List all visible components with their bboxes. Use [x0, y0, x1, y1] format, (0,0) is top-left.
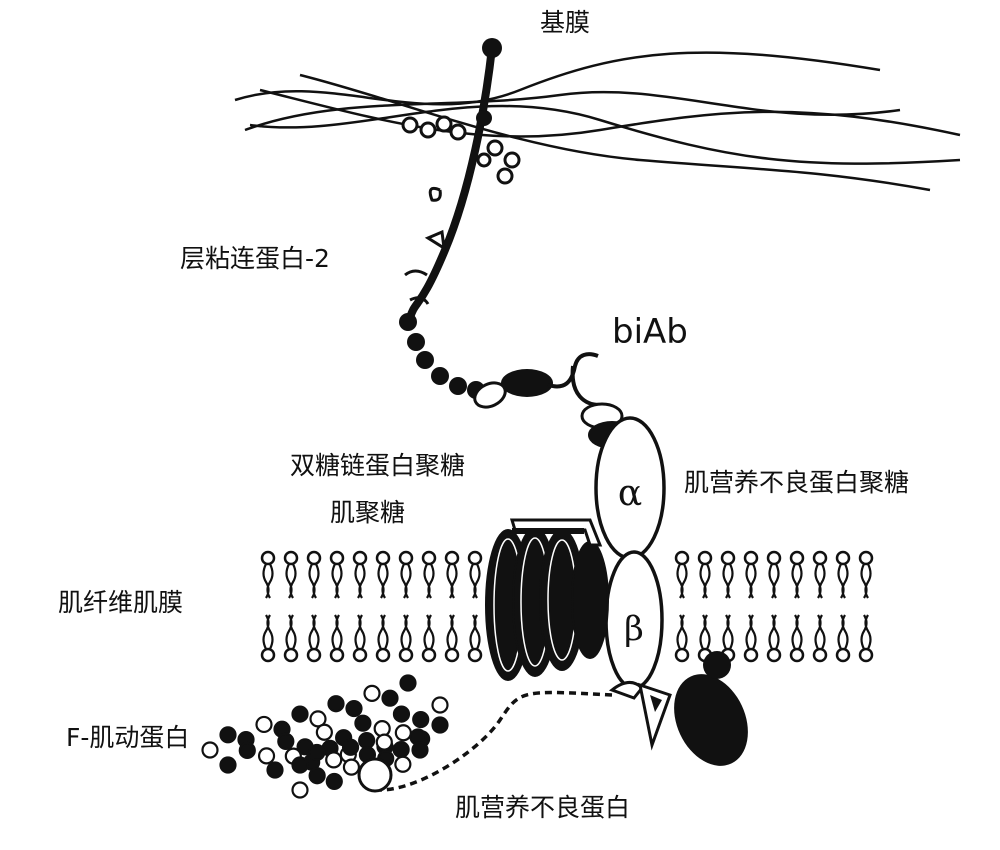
- actin-monomer: [308, 767, 326, 785]
- actin-monomer: [266, 761, 284, 779]
- actin-monomer: [411, 741, 429, 759]
- lipid-molecule: [306, 550, 322, 599]
- lipid-molecule: [329, 550, 345, 599]
- dystroglycan: α β: [580, 402, 666, 690]
- actin-monomer: [342, 758, 361, 776]
- lipid-molecule: [421, 550, 437, 599]
- lipid-molecule: [306, 614, 322, 663]
- label-sarcolemma: 肌纤维肌膜: [58, 588, 184, 617]
- actin-monomer: [363, 684, 381, 702]
- actin-monomer: [354, 714, 372, 732]
- lipid-molecule: [835, 614, 851, 663]
- actin-monomer: [308, 743, 326, 762]
- actin-monomer: [327, 695, 345, 713]
- lipid-molecule: [444, 614, 460, 663]
- biab-antibody: [547, 352, 601, 407]
- actin-monomer: [238, 741, 256, 760]
- actin-monomer: [392, 740, 410, 759]
- alpha-symbol: α: [618, 473, 642, 514]
- lipid-molecule: [375, 614, 391, 663]
- f-actin-filaments: [201, 674, 449, 799]
- actin-monomer: [257, 747, 276, 765]
- lipid-molecule: [789, 550, 805, 599]
- lipid-molecule: [720, 550, 736, 599]
- actin-monomer: [399, 674, 417, 692]
- lipid-molecule: [329, 614, 345, 663]
- dystrophin: [379, 651, 748, 792]
- actin-monomer: [431, 696, 449, 714]
- actin-monomer: [325, 772, 343, 791]
- actin-monomer: [309, 710, 327, 728]
- sarcoglycan-complex: [485, 518, 609, 681]
- laminin-2: [399, 38, 553, 409]
- lipid-molecule: [352, 614, 368, 663]
- actin-monomer: [345, 699, 363, 718]
- actin-monomer: [291, 705, 309, 723]
- label-basement-membrane: 基膜: [540, 8, 591, 37]
- lipid-molecule: [858, 550, 874, 599]
- actin-monomer: [392, 705, 411, 723]
- label-biab: biAb: [612, 312, 688, 352]
- lipid-molecule: [352, 550, 368, 599]
- actin-monomer: [201, 741, 219, 759]
- lipid-molecule: [766, 614, 782, 663]
- actin-monomer: [412, 710, 430, 729]
- lipid-molecule: [812, 614, 828, 663]
- actin-monomer: [431, 716, 449, 734]
- lipid-molecule: [766, 550, 782, 599]
- basement-membrane-fibers: [234, 51, 961, 192]
- lipid-molecule: [260, 550, 276, 599]
- actin-monomer: [394, 724, 412, 742]
- label-dystroglycan: 肌营养不良蛋白聚糖: [684, 468, 910, 497]
- beta-symbol: β: [624, 609, 644, 649]
- actin-monomer: [394, 755, 412, 773]
- lipid-molecule: [858, 614, 874, 663]
- label-dystrophin: 肌营养不良蛋白: [455, 793, 631, 822]
- label-f-actin: F-肌动蛋白: [66, 723, 190, 752]
- actin-monomer: [219, 756, 237, 774]
- actin-monomer: [325, 751, 343, 769]
- lipid-molecule: [398, 550, 414, 599]
- lipid-molecule: [835, 550, 851, 599]
- actin-monomer: [315, 723, 333, 741]
- label-biglycan: 双糖链蛋白聚糖: [290, 451, 466, 480]
- lipid-molecule: [375, 550, 391, 599]
- label-sarcoglycan: 肌聚糖: [330, 498, 406, 527]
- actin-monomer: [291, 781, 309, 799]
- lipid-molecule: [697, 550, 713, 599]
- actin-monomer: [358, 731, 376, 750]
- actin-monomer: [291, 756, 309, 774]
- actin-monomer: [277, 732, 295, 750]
- lipid-molecule: [283, 614, 299, 663]
- lipid-molecule: [398, 614, 414, 663]
- actin-monomer: [255, 715, 273, 734]
- actin-monomer: [219, 726, 237, 744]
- lipid-molecule: [789, 614, 805, 663]
- lipid-molecule: [743, 614, 759, 663]
- lipid-molecule: [467, 614, 483, 663]
- lipid-molecule: [283, 550, 299, 599]
- actin-monomer: [341, 738, 360, 756]
- label-laminin-2: 层粘连蛋白-2: [180, 244, 330, 273]
- lipid-molecule: [674, 550, 690, 599]
- lipid-molecule: [812, 550, 828, 599]
- lipid-molecule: [444, 550, 460, 599]
- actin-binding-ring: [357, 757, 393, 793]
- actin-monomer: [375, 733, 393, 751]
- actin-monomer: [381, 689, 399, 707]
- lipid-molecule: [743, 550, 759, 599]
- lipid-molecule: [421, 614, 437, 663]
- lipid-molecule: [674, 614, 690, 663]
- lipid-molecule: [260, 614, 276, 663]
- lipid-bilayer: [260, 550, 874, 663]
- lipid-molecule: [467, 550, 483, 599]
